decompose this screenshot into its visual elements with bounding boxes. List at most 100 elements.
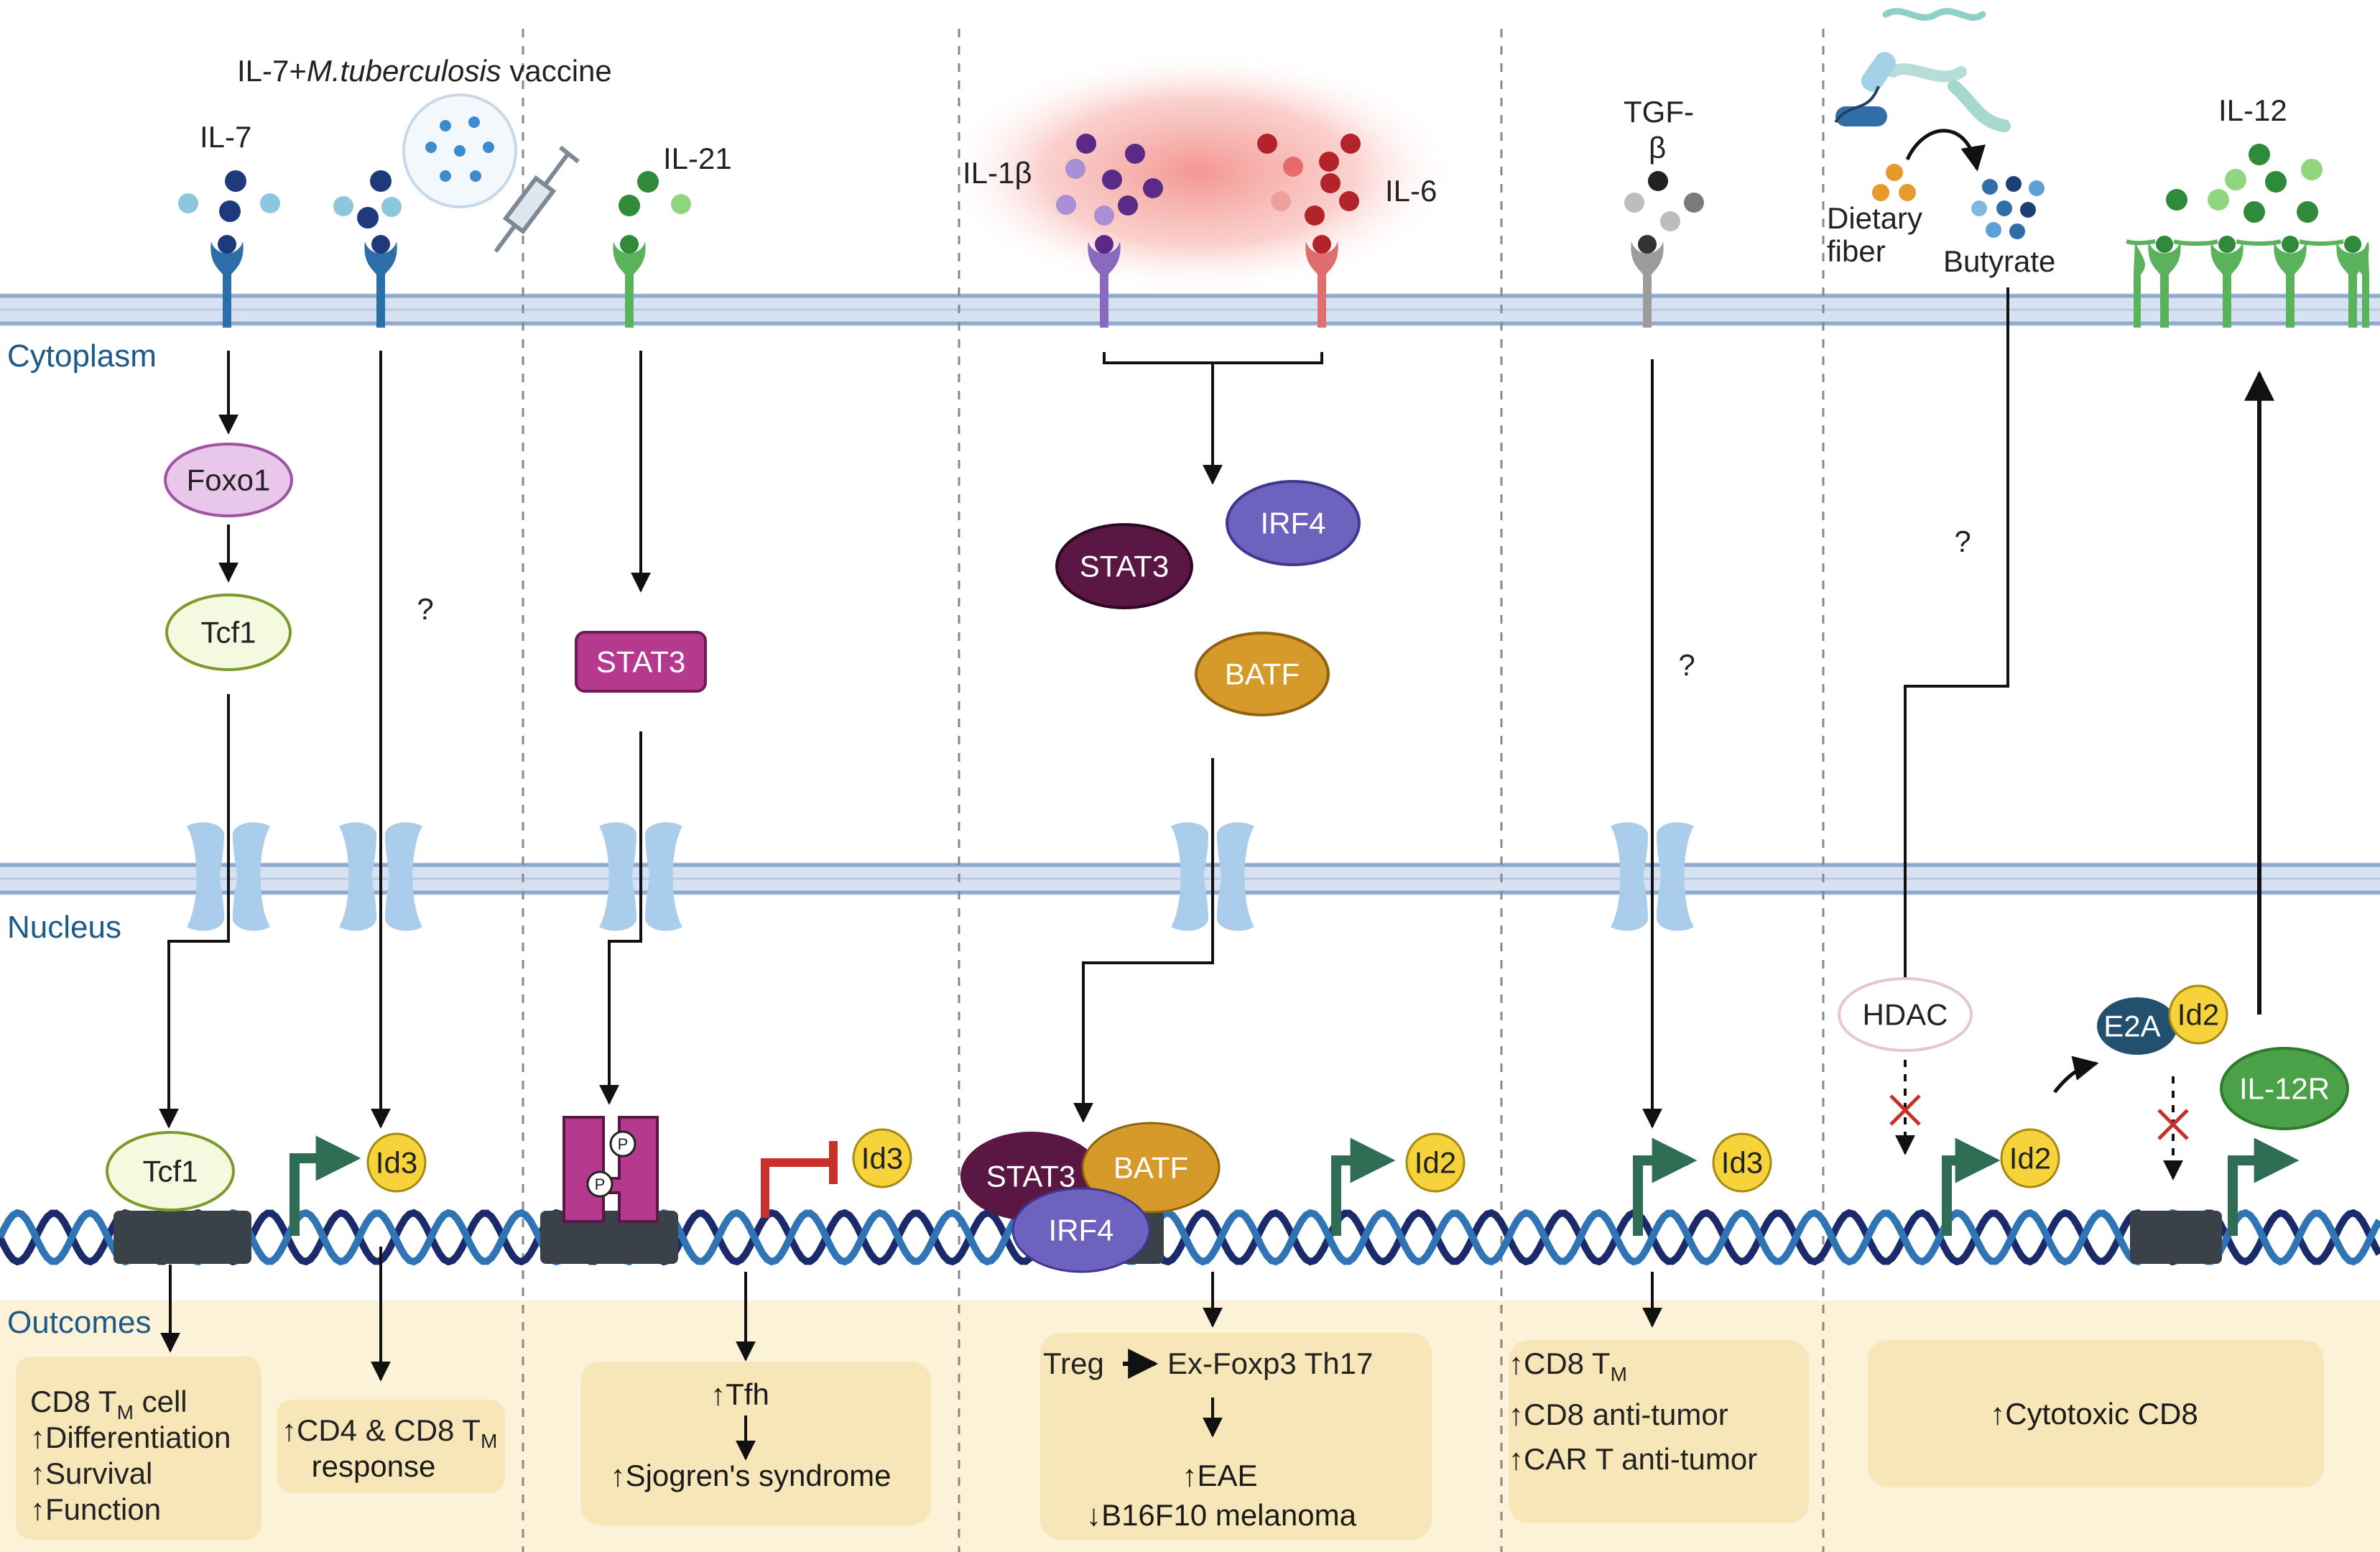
butyrate-inhibition [1889, 287, 2009, 1007]
vaccine-question: ? [417, 592, 433, 626]
bacteria-icon [1834, 8, 2011, 132]
hdac-blocked [1889, 1060, 1921, 1155]
foxo1-node [164, 443, 293, 517]
il12r-tss-arrow [2228, 1137, 2300, 1236]
id3-c-node [1712, 1132, 1772, 1193]
outcomes-label: Outcomes [7, 1305, 152, 1340]
il21-arrows [599, 351, 651, 1105]
id3-b-repression [761, 1141, 838, 1218]
il7-label: IL-7 [200, 120, 251, 154]
tgfb-label-1: TGF- [1624, 95, 1694, 129]
outcome-box-4 [1040, 1333, 1432, 1540]
butyrate-question: ? [1954, 525, 1971, 558]
id3-a-tss-arrow [290, 1135, 361, 1236]
fiber-conversion-arrow [1905, 129, 1986, 172]
svg-text:IRF4: IRF4 [1048, 1214, 1113, 1247]
butyrate-label: Butyrate [1943, 244, 2055, 278]
vaccine-bubble [402, 93, 517, 208]
syringe-icon [494, 145, 580, 253]
id3-c-tss-arrow [1633, 1137, 1698, 1236]
id2-b-node [2000, 1128, 2060, 1188]
butyrate-dots [1971, 176, 2045, 239]
svg-text:E2A: E2A [2103, 1010, 2160, 1043]
il1b-il6-arrows [1073, 352, 1323, 1123]
svg-text:Treg: Treg [1043, 1347, 1104, 1380]
outcome-box-2 [277, 1400, 505, 1493]
pstat3-dimer: P P [562, 1116, 659, 1223]
svg-text:↑CAR T anti-tumor: ↑CAR T anti-tumor [1509, 1442, 1757, 1476]
outcome-box-3 [580, 1362, 931, 1525]
svg-text:IRF4: IRF4 [1260, 507, 1325, 540]
svg-text:↑CD8 TM: ↑CD8 TM [1509, 1347, 1627, 1385]
e2a-blocked [2157, 1076, 2189, 1181]
svg-text:Tcf1: Tcf1 [200, 616, 256, 650]
svg-text:↑Sjogren's syndrome: ↑Sjogren's syndrome [611, 1459, 892, 1492]
nucleus-label: Nucleus [7, 910, 121, 945]
svg-text:↑Cytotoxic CD8: ↑Cytotoxic CD8 [1990, 1397, 2198, 1431]
tcf1-nuc-node [106, 1131, 235, 1211]
svg-text:↓B16F10 melanoma: ↓B16F10 melanoma [1086, 1498, 1357, 1532]
id3-b-node [852, 1128, 912, 1188]
svg-text:BATF: BATF [1225, 657, 1300, 691]
inflammation-glow [940, 50, 1457, 295]
svg-text:Id3: Id3 [1721, 1146, 1763, 1180]
e2a-promoter-box [2130, 1211, 2222, 1264]
fiber-dots [1872, 164, 1916, 201]
il1b-label: IL-1β [963, 156, 1032, 190]
il12-ligands [2166, 144, 2323, 223]
svg-text:Foxo1: Foxo1 [187, 463, 271, 497]
batf-nuc-node [1081, 1122, 1221, 1214]
svg-text:Id3: Id3 [861, 1142, 903, 1175]
il7-ligands [178, 170, 280, 222]
stat3-promoter-box [540, 1211, 678, 1264]
irf4-node [1226, 480, 1361, 566]
svg-text:Id2: Id2 [2009, 1142, 2051, 1175]
outcome-arrows [160, 1247, 1662, 1382]
svg-text:HDAC: HDAC [1862, 998, 1948, 1032]
il6-ligands [1257, 134, 1361, 226]
batf-node [1195, 632, 1330, 716]
hdac-node [1838, 977, 1973, 1052]
cytoplasm-label: Cytoplasm [7, 338, 157, 374]
tgfb-ligands [1624, 171, 1704, 231]
svg-text:↑CD4 & CD8 TM: ↑CD4 & CD8 TM [282, 1413, 497, 1452]
svg-text:Id3: Id3 [376, 1146, 417, 1180]
svg-text:↑Survival: ↑Survival [30, 1456, 152, 1490]
id2-e2a-node [2168, 984, 2228, 1045]
e2a-node [2097, 997, 2177, 1055]
il12r-node [2220, 1047, 2349, 1130]
dietary-label-1: Dietary [1827, 201, 1922, 235]
dietary-label-2: fiber [1827, 234, 1886, 268]
svg-text:CD8 TM cell: CD8 TM cell [30, 1385, 187, 1423]
svg-text:response: response [312, 1449, 436, 1483]
vaccine-ligands [333, 170, 402, 228]
il21-label: IL-21 [663, 142, 732, 175]
svg-text:P: P [618, 1135, 629, 1153]
column-dividers [522, 29, 1825, 1552]
svg-text:P: P [595, 1175, 606, 1193]
svg-text:↑Differentiation: ↑Differentiation [30, 1421, 231, 1454]
svg-text:STAT3: STAT3 [1080, 550, 1169, 583]
outcome-box-1 [16, 1357, 261, 1540]
il7-arrows [159, 351, 239, 1129]
id2-b-tss-arrow [1942, 1137, 2001, 1236]
svg-text:STAT3: STAT3 [986, 1160, 1075, 1193]
svg-text:Id2: Id2 [2177, 998, 2219, 1032]
outcome-box-5 [1509, 1340, 1809, 1523]
il21-ligands [619, 171, 691, 216]
stat3-node [1055, 523, 1193, 609]
id2-a-tss-arrow [1331, 1137, 1396, 1236]
svg-text:↑Function: ↑Function [30, 1492, 161, 1526]
tcf1-cyto-node [165, 593, 292, 671]
outcome-box-6 [1868, 1340, 2324, 1487]
dna-helix [0, 1209, 2380, 1266]
tcf1-promoter-box [114, 1211, 251, 1264]
tgfb-label-2: β [1649, 131, 1666, 165]
plasma-membrane [0, 293, 2380, 326]
tgfb-question: ? [1678, 648, 1695, 682]
il12-label: IL-12 [2218, 93, 2287, 127]
id3-a-node [366, 1132, 427, 1193]
svg-text:↑Tfh: ↑Tfh [710, 1377, 769, 1411]
id2-to-e2a-arrow [2053, 1056, 2099, 1094]
